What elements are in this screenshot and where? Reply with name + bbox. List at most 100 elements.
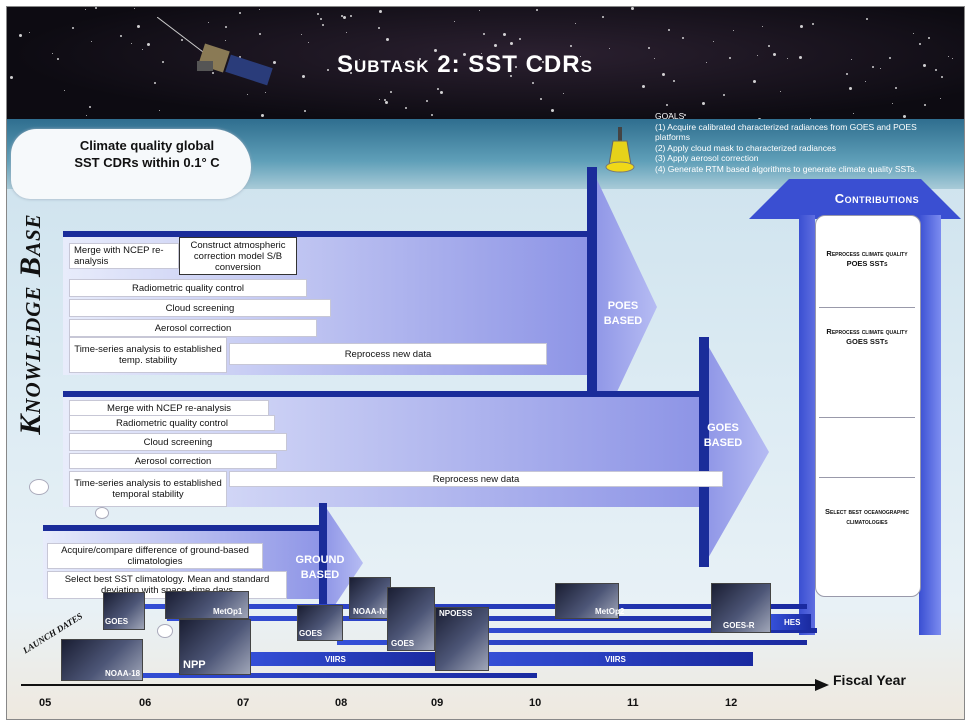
star	[64, 90, 65, 91]
star	[72, 27, 74, 29]
contribution-climatologies: Select best oceanographic climatologies	[825, 507, 909, 526]
cloud-goal-text: Climate quality global SST CDRs within 0…	[74, 138, 220, 170]
fiscal-year-axis	[21, 684, 821, 686]
star	[753, 80, 756, 83]
goals-list: GOALS (1) Acquire calibrated characteriz…	[655, 111, 960, 174]
ground-arrow-top-edge	[43, 525, 325, 531]
star	[903, 115, 906, 118]
star	[385, 101, 388, 104]
star	[134, 8, 135, 9]
satellite-metop2-thumb	[555, 583, 619, 619]
star	[872, 66, 874, 68]
poes-arrow-top-edge	[63, 231, 591, 237]
satellite-label: NOAA-N'	[353, 607, 387, 616]
goals-heading: GOALS	[655, 111, 685, 121]
satellite-noaan-thumb	[349, 577, 391, 619]
goes-arrow-top-edge	[63, 391, 703, 397]
star	[941, 76, 943, 78]
satellite-label: MetOp1	[213, 607, 243, 616]
star	[510, 75, 512, 77]
star	[889, 57, 891, 59]
star	[239, 56, 241, 58]
star	[19, 34, 22, 37]
timeline-bar	[107, 673, 537, 678]
star	[481, 56, 483, 58]
star	[403, 62, 404, 63]
star	[301, 34, 302, 35]
star	[662, 73, 665, 76]
star	[669, 113, 670, 114]
star	[304, 110, 306, 112]
star	[673, 80, 675, 82]
star	[668, 29, 670, 31]
star	[419, 58, 421, 60]
star	[327, 69, 329, 71]
contributions-title: Contributions	[834, 191, 920, 206]
star	[463, 53, 466, 56]
star	[225, 40, 226, 41]
axis-tick: 07	[237, 697, 250, 709]
star	[437, 88, 439, 90]
star	[384, 99, 386, 101]
timeline-bar	[437, 628, 817, 633]
satellite-goes-thumb	[103, 592, 145, 630]
star	[913, 33, 914, 34]
satellite-label: NPOESS	[439, 609, 473, 618]
star	[849, 87, 852, 90]
star	[952, 58, 953, 59]
star	[666, 104, 668, 106]
star	[787, 58, 788, 59]
star	[481, 53, 482, 54]
star	[682, 37, 684, 39]
star	[265, 92, 266, 93]
star	[379, 10, 382, 13]
star	[479, 10, 480, 11]
star	[536, 9, 538, 11]
star	[865, 81, 866, 82]
satellite-npoess-thumb	[435, 607, 489, 671]
satellite-label: GOES-R	[723, 621, 755, 630]
star	[642, 85, 645, 88]
poes-task-atmos: Construct atmospheric correction model S…	[179, 237, 297, 275]
slide: Subtask 2: SST CDRs GOALS (1) Acquire ca…	[6, 6, 965, 720]
star	[261, 114, 264, 117]
goes-label: GOES BASED	[703, 422, 743, 449]
star	[181, 39, 183, 41]
satellite-label: GOES	[391, 639, 415, 648]
star	[379, 99, 380, 100]
star	[142, 49, 143, 50]
satellite-goesr-thumb	[711, 583, 771, 633]
viirs-label: VIIRS	[325, 655, 346, 664]
satellite-label: MetOp2	[595, 607, 625, 616]
star	[551, 109, 554, 112]
thought-bubble	[95, 507, 109, 519]
star	[494, 44, 497, 47]
star	[580, 56, 581, 57]
star	[131, 43, 132, 44]
poes-task-aerosol: Aerosol correction	[69, 319, 317, 337]
satellite-label: NPP	[183, 659, 206, 671]
star	[948, 56, 949, 57]
star	[880, 68, 881, 69]
goal-item: (3) Apply aerosol correction	[655, 153, 759, 163]
star	[483, 33, 485, 35]
star	[563, 93, 564, 94]
star	[162, 61, 164, 63]
thought-bubble	[157, 624, 173, 638]
star	[519, 38, 521, 40]
star	[768, 45, 770, 47]
star	[940, 98, 941, 99]
star	[440, 91, 443, 94]
star	[919, 43, 921, 45]
axis-tick: 12	[725, 697, 738, 709]
star	[359, 59, 360, 60]
star	[810, 118, 811, 119]
star	[654, 58, 655, 59]
star	[341, 15, 343, 17]
star	[853, 113, 854, 114]
goal-item: (1) Acquire calibrated characterized rad…	[655, 121, 917, 132]
satellite-goes-thumb	[297, 605, 343, 641]
star	[322, 24, 324, 26]
contributions-rail-left	[799, 215, 815, 635]
star	[343, 16, 346, 19]
